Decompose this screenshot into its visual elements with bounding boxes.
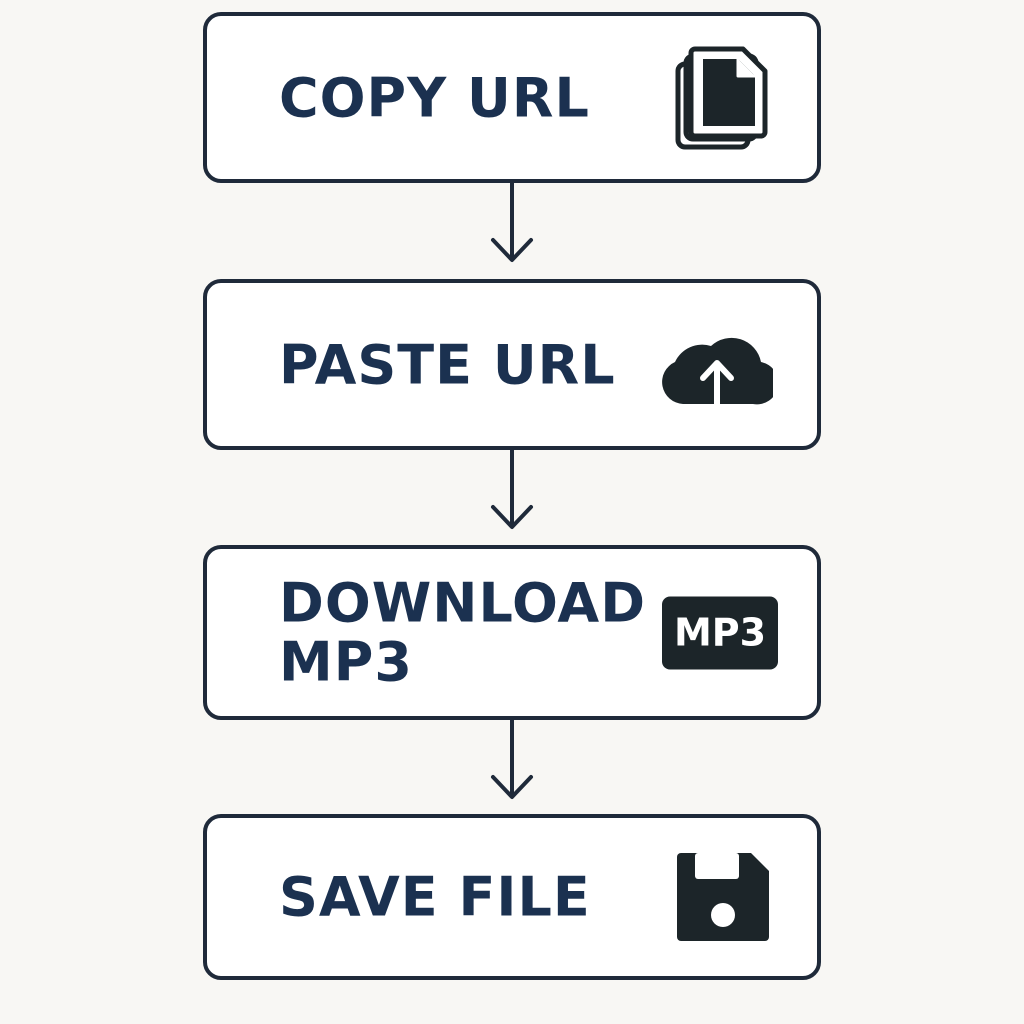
connector-arrow xyxy=(491,183,533,262)
copy-icon xyxy=(675,46,768,149)
mp3-badge-icon: MP3 xyxy=(662,596,778,669)
connector-arrow xyxy=(491,720,533,799)
step-label: PASTE URL xyxy=(279,332,616,396)
step-label: DOWNLOAD MP3 xyxy=(279,571,647,694)
step-label: COPY URL xyxy=(279,65,590,129)
step-copy-url: COPY URL xyxy=(203,12,821,183)
connector-arrow xyxy=(491,450,533,529)
step-label: SAVE FILE xyxy=(279,865,591,929)
step-save-file: SAVE FILE xyxy=(203,814,821,980)
step-download-mp3: DOWNLOAD MP3 MP3 xyxy=(203,545,821,720)
cloud-upload-icon xyxy=(662,337,773,406)
floppy-disk-icon xyxy=(677,853,769,941)
step-paste-url: PASTE URL xyxy=(203,279,821,450)
